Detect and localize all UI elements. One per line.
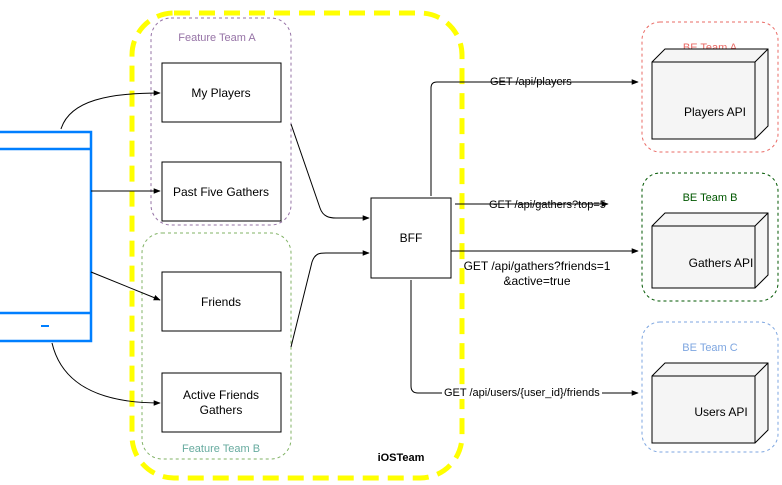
screen-active-friends-gathers-label-1: Active Friends <box>183 388 259 402</box>
be-team-b-label: BE Team B <box>683 192 738 204</box>
screen-friends: Friends <box>161 271 282 332</box>
be-team-c-label: BE Team C <box>682 342 737 354</box>
edge-phone-to-my-players <box>60 90 161 130</box>
ios-team-label: iOSTeam <box>378 452 425 464</box>
feature-team-a-group <box>150 17 292 226</box>
bff-node: BFF <box>370 197 452 279</box>
request-gathers-top-label: GET /api/gathers?top=5 <box>489 199 606 211</box>
feature-team-a-label: Feature Team A <box>178 32 256 44</box>
screen-past-five-gathers-label: Past Five Gathers <box>173 185 269 199</box>
be-team-b-group <box>641 172 779 302</box>
ios-team-boundary <box>129 10 465 481</box>
screen-active-friends-gathers-label-2: Gathers <box>200 403 243 417</box>
request-gathers-friends-label-2: &active=true <box>503 274 570 288</box>
be-team-c-group <box>641 321 779 453</box>
gathers-api-cube-icon: Gathers API <box>651 212 769 289</box>
edge-bff-to-users-api <box>410 280 639 396</box>
request-users-friends-label: GET /api/users/{user_id}/friends <box>444 387 600 399</box>
screen-active-friends-gathers: Active Friends Gathers <box>161 372 282 433</box>
bff-label: BFF <box>400 231 423 245</box>
gathers-api-label: Gathers API <box>689 256 754 270</box>
feature-team-b-group <box>141 232 292 460</box>
mobile-phone-icon <box>0 130 93 343</box>
edge-bff-to-players-api <box>430 79 639 196</box>
screen-friends-label: Friends <box>201 295 241 309</box>
screen-my-players-label: My Players <box>191 86 250 100</box>
edge-feature-b-to-bff <box>290 250 370 348</box>
request-gathers-friends-label-1: GET /api/gathers?friends=1 <box>464 259 611 273</box>
players-api-label: Players API <box>684 105 746 119</box>
request-users-friends-bg <box>442 385 602 399</box>
screen-past-five-gathers: Past Five Gathers <box>161 161 282 222</box>
players-api-cube-icon: Players API <box>651 48 769 140</box>
edge-feature-a-to-bff <box>290 123 370 221</box>
users-api-cube-icon: Users API <box>651 362 769 444</box>
feature-team-b-label: Feature Team B <box>182 443 260 455</box>
edge-phone-to-friends <box>90 271 161 301</box>
request-players-label: GET /api/players <box>490 76 572 88</box>
edge-phone-to-active-friends-gathers <box>51 342 161 406</box>
be-team-a-group <box>641 21 779 153</box>
users-api-label: Users API <box>694 405 747 419</box>
screen-my-players: My Players <box>161 62 282 123</box>
